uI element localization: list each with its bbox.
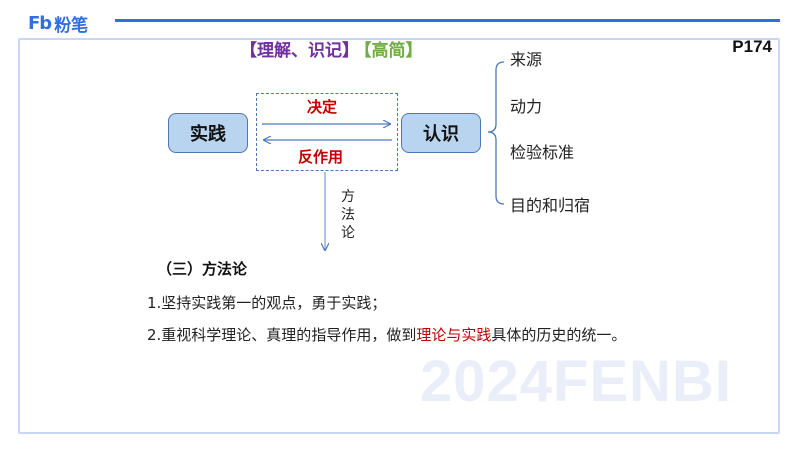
node-knowing: 认识 [401,113,481,153]
tag-frequency: 【高简】 [363,41,423,61]
header-rule [115,19,780,22]
slide-frame [18,38,780,434]
aspects-brace [487,61,505,205]
slide-heading: 【理解、识记】【高简】 [240,36,423,61]
brand-logo: Fb 粉笔 [28,12,89,36]
node-practice: 实践 [168,113,248,153]
methodology-label: 方法论 [341,189,355,241]
brand-mark: Fb [28,12,52,34]
point-2-pre: 2.重视科学理论、真理的指导作用，做到 [147,326,417,344]
aspect-source: 来源 [510,50,543,69]
relation-react: 反作用 [298,148,344,166]
tag-understand: 【理解、识记】 [240,41,359,61]
relation-decide: 决定 [307,98,338,116]
aspect-goal: 目的和归宿 [510,196,591,215]
aspect-criterion: 检验标准 [510,143,575,162]
section-title: （三）方法论 [157,260,248,278]
relation-frame [256,93,398,171]
brand-name: 粉笔 [54,15,89,36]
watermark: 2024FENBI [420,349,733,414]
page-number: P174 [732,37,772,56]
point-1: 1.坚持实践第一的观点，勇于实践； [147,294,387,312]
point-2-highlight: 理论与实践 [416,326,492,344]
aspect-motive: 动力 [510,97,543,116]
point-2: 2.重视科学理论、真理的指导作用，做到理论与实践具体的历史的统一。 [147,324,626,345]
point-2-post: 具体的历史的统一。 [491,326,627,344]
